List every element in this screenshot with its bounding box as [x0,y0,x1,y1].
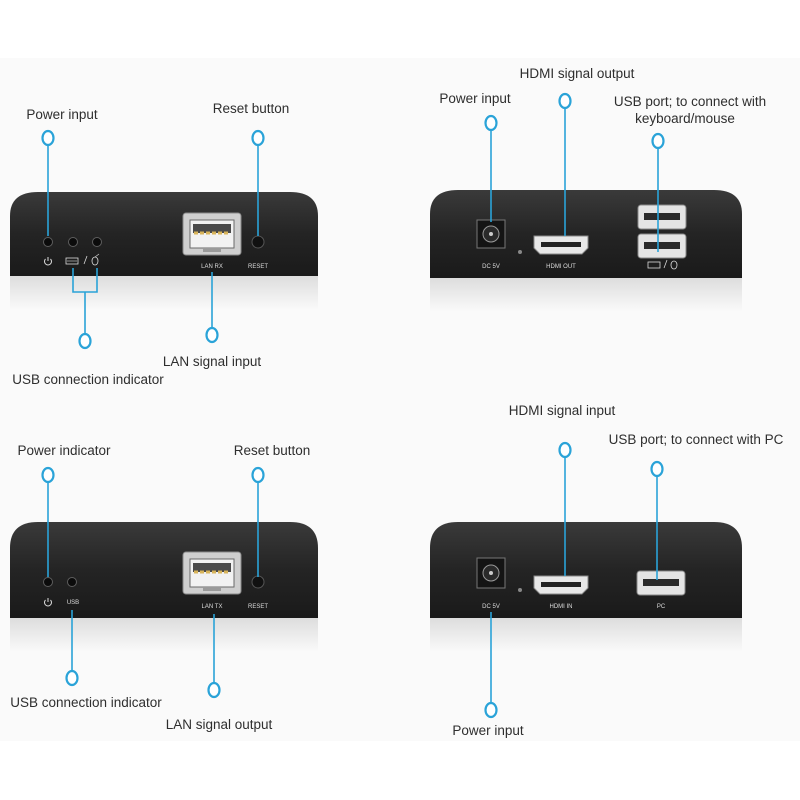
label-tl-power-input: Power input [26,107,98,122]
rj45-port-icon [182,551,242,595]
transmitter-front-panel: USB LAN TX RESET [10,522,318,652]
device-body [10,192,318,276]
receiver-rear-panel: DC 5V HDMI OUT [430,190,742,312]
callout-marker [205,326,219,344]
usb-port-icon [636,570,686,596]
callout-marker [558,441,572,459]
callout-lines [47,109,659,703]
pc-label: PC [657,604,666,610]
indicator-dot [518,250,522,254]
label-tr-usb-port-line1: USB port; to connect with [614,94,766,109]
keyboard-led [68,237,78,247]
dc-label: DC 5V [482,604,500,610]
receiver-front-panel: LAN RX RESET [10,192,318,310]
dc-label: DC 5V [482,264,500,270]
mouse-led [92,237,102,247]
power-symbol-icon [44,257,52,266]
power-led [43,237,53,247]
device-reflection [10,276,318,310]
callout-marker [651,132,665,150]
label-tl-reset-button: Reset button [213,101,290,116]
label-bl-power-indicator: Power indicator [17,443,111,458]
keyboard-icon [647,261,661,269]
usb-port-icon [637,204,687,259]
rj45-port-icon [182,212,242,256]
hdmi-port-icon [533,575,589,595]
power-led [43,577,53,587]
keyboard-icon [65,257,79,265]
callout-markers [41,92,665,719]
transmitter-rear-panel: DC 5V HDMI IN PC [430,522,742,652]
mouse-icon [91,253,100,266]
label-br-usb-port: USB port; to connect with PC [609,432,784,447]
hdmi-label: HDMI OUT [546,264,576,270]
callout-marker [650,460,664,478]
callout-marker [65,669,79,687]
label-tl-lan-input: LAN signal input [163,354,262,369]
usb-led-label: USB [67,600,79,606]
label-tl-usb-indicator: USB connection indicator [12,372,164,387]
label-br-power-input: Power input [452,723,524,738]
indicator-dot [518,588,522,592]
usb-led [67,577,77,587]
label-bl-usb-indicator: USB connection indicator [10,695,162,710]
reset-hole [251,235,265,249]
reset-label: RESET [248,264,268,270]
power-symbol-icon [44,598,52,607]
dc-jack-icon [476,557,506,589]
callout-marker [484,701,498,719]
lan-port-label: LAN TX [202,604,223,610]
label-tr-hdmi-output: HDMI signal output [520,66,635,81]
mouse-icon [670,260,678,270]
reset-label: RESET [248,604,268,610]
dc-jack-icon [476,219,506,249]
lan-port-label: LAN RX [201,264,223,270]
reset-hole [251,575,265,589]
hdmi-label: HDMI IN [550,604,573,610]
callout-marker [484,114,498,132]
label-bl-reset-button: Reset button [234,443,311,458]
callout-marker [207,681,221,699]
callout-marker [251,466,265,484]
device-reflection [430,278,742,312]
divider-slash [663,259,668,269]
label-bl-lan-output: LAN signal output [166,717,273,732]
callout-labels: Power input Reset button USB connection … [10,66,783,738]
callout-marker [78,332,92,350]
label-tr-power-input: Power input [439,91,511,106]
device-body [10,522,318,618]
hdmi-port-icon [533,235,589,255]
device-reflection [10,618,318,652]
device-reflection [430,618,742,652]
label-br-hdmi-input: HDMI signal input [509,403,616,418]
divider-slash [83,255,88,265]
callout-marker [251,129,265,147]
label-tr-usb-port-line2: keyboard/mouse [635,111,735,126]
callout-marker [41,466,55,484]
callout-marker [558,92,572,110]
callout-marker [41,129,55,147]
